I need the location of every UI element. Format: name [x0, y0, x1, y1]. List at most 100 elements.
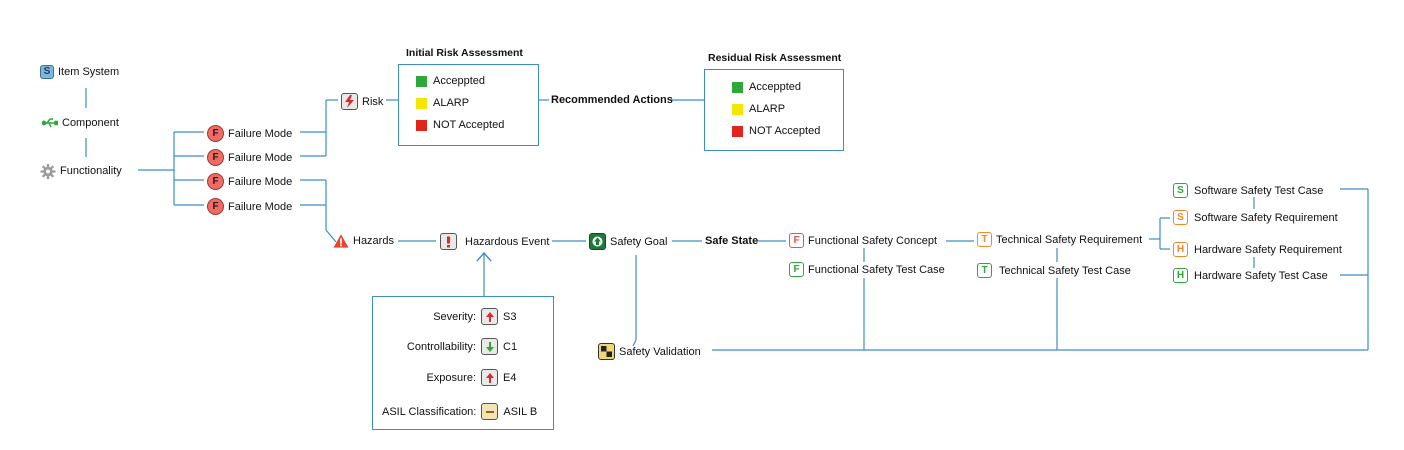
- hazardous-event-label: Hazardous Event: [465, 235, 550, 248]
- component-node[interactable]: Component: [42, 115, 119, 131]
- checkered-flag-icon: [598, 343, 615, 360]
- risk-level-label: Acceppted: [749, 81, 801, 93]
- residual-risk-title: Residual Risk Assessment: [708, 52, 842, 64]
- f-box-icon: F: [789, 233, 804, 248]
- failure-mode-node[interactable]: F Failure Mode: [207, 173, 292, 190]
- up-arrow-red-icon: [481, 308, 498, 325]
- safety-validation-node[interactable]: Safety Validation: [598, 343, 701, 360]
- initial-risk-box: Acceppted ALARP NOT Accepted: [398, 64, 539, 146]
- dash-icon: [481, 403, 499, 420]
- h-box-icon: H: [1173, 268, 1188, 283]
- exposure-row: Exposure: E4: [426, 369, 521, 386]
- hazards-node[interactable]: Hazards: [333, 233, 394, 249]
- f-box-icon: F: [789, 262, 804, 277]
- risk-node[interactable]: Risk: [341, 93, 383, 110]
- controllability-value: C1: [503, 340, 518, 353]
- failure-mode-node[interactable]: F Failure Mode: [207, 149, 292, 166]
- recommended-actions-label: Recommended Actions: [551, 94, 673, 106]
- exposure-value: E4: [503, 371, 517, 384]
- risk-level-label: ALARP: [433, 97, 470, 109]
- failure-mode-label: Failure Mode: [228, 127, 293, 140]
- safety-goal-node[interactable]: Safety Goal: [589, 233, 667, 250]
- technical-safety-requirement-node[interactable]: T Technical Safety Requirement: [977, 232, 1142, 247]
- risk-level-alarp: ALARP: [416, 97, 469, 109]
- component-label: Component: [62, 117, 119, 129]
- item-system-label: Item System: [58, 66, 120, 78]
- asil-label: ASIL Classification:: [382, 405, 477, 418]
- accepted-swatch: [416, 75, 427, 87]
- initial-risk-title: Initial Risk Assessment: [406, 47, 523, 59]
- risk-level-label: NOT Accepted: [433, 119, 505, 131]
- failure-f-icon: F: [207, 198, 224, 215]
- failure-mode-node[interactable]: F Failure Mode: [207, 125, 292, 142]
- failure-mode-label: Failure Mode: [228, 151, 293, 164]
- risk-level-accepted: Acceppted: [732, 81, 801, 93]
- functional-safety-test-case-node[interactable]: F Functional Safety Test Case: [789, 262, 945, 277]
- controllability-label: Controllability:: [406, 340, 476, 353]
- s-box-icon: S: [40, 65, 54, 79]
- hardware-safety-requirement-node[interactable]: H Hardware Safety Requirement: [1173, 242, 1342, 257]
- software-safety-requirement-node[interactable]: S Software Safety Requirement: [1173, 210, 1338, 225]
- failure-mode-node[interactable]: F Failure Mode: [207, 198, 292, 215]
- risk-level-label: NOT Accepted: [749, 125, 821, 137]
- severity-label: Severity:: [433, 310, 476, 323]
- safe-state-label: Safe State: [705, 235, 759, 247]
- technical-safety-test-case-label: Technical Safety Test Case: [999, 264, 1131, 277]
- functionality-node[interactable]: Functionality: [40, 163, 122, 179]
- t-box-icon: T: [977, 263, 992, 278]
- risk-label: Risk: [362, 95, 384, 108]
- functional-safety-concept-label: Functional Safety Concept: [808, 234, 938, 247]
- hardware-safety-test-case-label: Hardware Safety Test Case: [1194, 269, 1328, 282]
- lightning-icon: [341, 93, 358, 110]
- risk-level-alarp: ALARP: [732, 103, 785, 115]
- up-arrow-icon: [589, 233, 606, 250]
- functional-safety-concept-node[interactable]: F Functional Safety Concept: [789, 233, 937, 248]
- failure-f-icon: F: [207, 125, 224, 142]
- gear-icon: [40, 163, 56, 179]
- failure-mode-label: Failure Mode: [228, 200, 293, 213]
- hardware-safety-test-case-node[interactable]: H Hardware Safety Test Case: [1173, 268, 1328, 283]
- risk-level-not-accepted: NOT Accepted: [416, 119, 504, 131]
- residual-risk-box: Acceppted ALARP NOT Accepted: [704, 69, 844, 151]
- technical-safety-requirement-label: Technical Safety Requirement: [996, 233, 1143, 246]
- asil-row: ASIL Classification: ASIL B: [382, 403, 537, 420]
- classification-box: Severity: S3 Controllability: C1 Exposur…: [372, 296, 554, 430]
- controllability-row: Controllability: C1: [407, 338, 521, 355]
- software-safety-test-case-node[interactable]: S Software Safety Test Case: [1173, 183, 1323, 198]
- risk-level-label: Acceppted: [433, 75, 485, 87]
- item-system-node[interactable]: S Item System: [40, 65, 119, 79]
- t-box-icon: T: [977, 232, 992, 247]
- alarp-swatch: [732, 103, 743, 115]
- not-accepted-swatch: [416, 119, 427, 131]
- down-arrow-green-icon: [481, 338, 498, 355]
- hardware-safety-requirement-label: Hardware Safety Requirement: [1194, 243, 1342, 256]
- risk-level-label: ALARP: [749, 103, 786, 115]
- up-arrow-red-icon: [481, 369, 498, 386]
- usb-connector-icon: [42, 115, 58, 131]
- alarp-swatch: [416, 97, 427, 109]
- s-box-icon: S: [1173, 183, 1188, 198]
- technical-safety-test-case-node[interactable]: T Technical Safety Test Case: [977, 263, 1131, 278]
- accepted-swatch: [732, 81, 743, 93]
- severity-value: S3: [503, 310, 517, 323]
- exposure-label: Exposure:: [426, 371, 476, 384]
- failure-mode-label: Failure Mode: [228, 175, 293, 188]
- warning-triangle-icon: [333, 233, 349, 249]
- failure-f-icon: F: [207, 173, 224, 190]
- s-box-icon: S: [1173, 210, 1188, 225]
- not-accepted-swatch: [732, 125, 743, 137]
- severity-row: Severity: S3: [433, 308, 521, 325]
- safety-goal-label: Safety Goal: [610, 235, 668, 248]
- exclamation-icon: [440, 233, 457, 250]
- safety-validation-label: Safety Validation: [619, 345, 701, 358]
- hazards-label: Hazards: [353, 235, 394, 247]
- functional-safety-test-case-label: Functional Safety Test Case: [808, 263, 945, 276]
- software-safety-requirement-label: Software Safety Requirement: [1194, 211, 1338, 224]
- risk-level-accepted: Acceppted: [416, 75, 485, 87]
- failure-f-icon: F: [207, 149, 224, 166]
- asil-value: ASIL B: [503, 405, 538, 418]
- software-safety-test-case-label: Software Safety Test Case: [1194, 184, 1324, 197]
- hazardous-event-node[interactable]: Hazardous Event: [440, 233, 549, 250]
- functionality-label: Functionality: [60, 165, 122, 177]
